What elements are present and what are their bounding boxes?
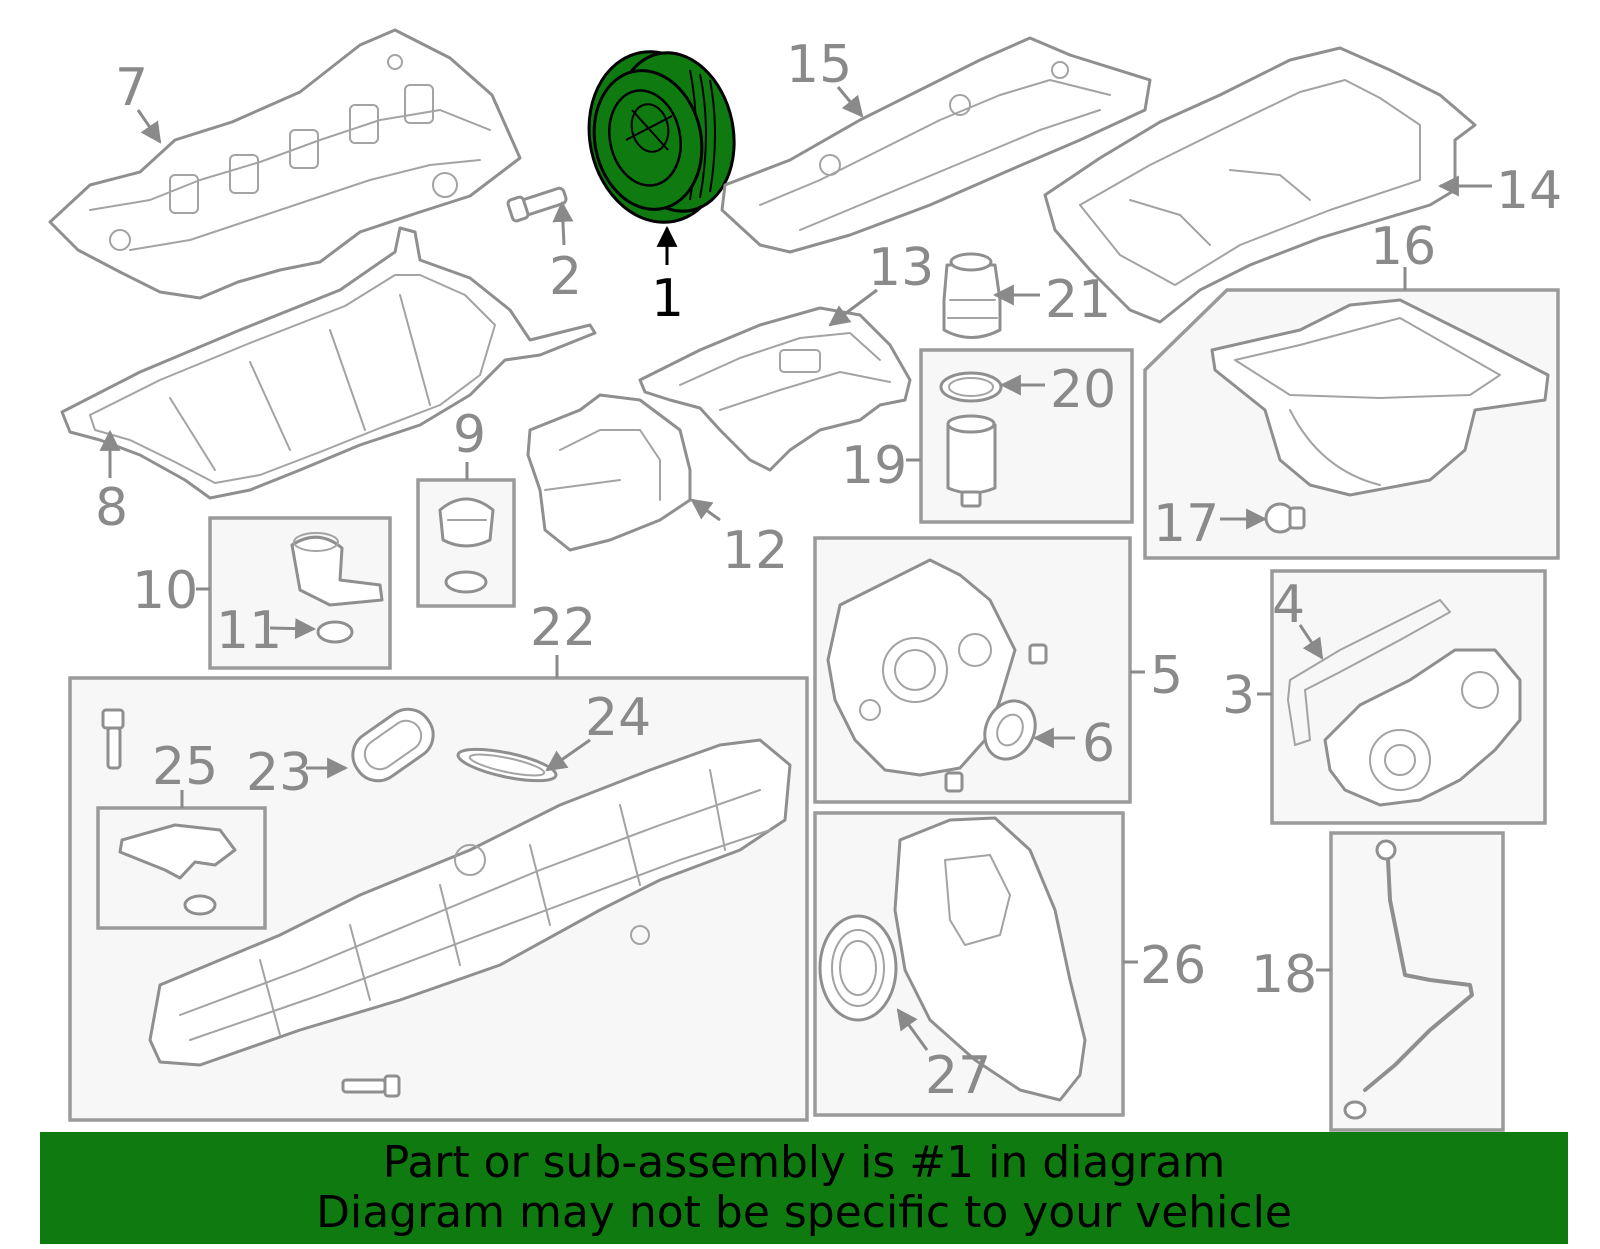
callout-2: 2	[549, 247, 582, 307]
callout-25: 25	[152, 737, 218, 797]
callout-23: 23	[246, 743, 312, 803]
engine-cover-drawing	[638, 306, 912, 472]
callout-27: 27	[925, 1046, 991, 1106]
upper-oil-pan-drawing	[720, 36, 1152, 254]
dipstick-drawing	[1343, 839, 1474, 1120]
rear-cover-drawing	[1287, 599, 1522, 807]
callout-12: 12	[722, 521, 788, 581]
cover-26-drawing	[893, 816, 1087, 1102]
oil-filler-cap-drawing	[438, 497, 495, 594]
oil-filter-cap-drawing	[942, 252, 1002, 339]
callout-26: 26	[1140, 936, 1206, 996]
callout-6: 6	[1082, 714, 1115, 774]
oil-sump-drawing	[1210, 298, 1550, 497]
callout-8: 8	[95, 478, 128, 538]
manifold-bolt-drawing	[101, 708, 401, 1098]
callout-labels: 1 2 3 4 5 6 7 8 9 10 11 12 13 14 15 16 1…	[95, 35, 1562, 1106]
timing-cover-drawing	[826, 558, 1017, 777]
callout-19: 19	[841, 436, 907, 496]
callout-5: 5	[1150, 646, 1183, 706]
callout-22: 22	[530, 598, 596, 658]
banner-line-2: Diagram may not be specific to your vehi…	[316, 1187, 1292, 1238]
bracket-12-drawing	[526, 393, 692, 552]
throttle-gasket-drawing	[351, 707, 435, 783]
rear-seal-drawing	[818, 914, 898, 1022]
oil-separator-drawing	[290, 532, 384, 644]
callout-17: 17	[1153, 494, 1219, 554]
intake-manifold-drawing	[148, 738, 792, 1067]
info-banner: Part or sub-assembly is #1 in diagram Di…	[40, 1132, 1568, 1244]
callout-4: 4	[1272, 575, 1305, 635]
drain-plug-drawing	[1264, 502, 1306, 534]
callout-18: 18	[1251, 945, 1317, 1005]
callout-21: 21	[1045, 270, 1111, 330]
valve-cover-drawing	[48, 28, 522, 300]
callout-16: 16	[1370, 217, 1436, 277]
callout-9: 9	[453, 405, 486, 465]
callout-11: 11	[216, 601, 282, 661]
pulley-bolt-drawing	[506, 186, 568, 223]
callout-24: 24	[585, 688, 651, 748]
callout-7: 7	[115, 58, 148, 118]
leader-lines	[99, 86, 1492, 1051]
callout-3: 3	[1222, 666, 1255, 726]
lower-oil-pan-drawing	[1043, 46, 1477, 324]
valve-cover-gasket-drawing	[60, 226, 597, 500]
crankshaft-pulley-highlighted	[587, 50, 736, 224]
group-box-18	[1329, 831, 1505, 1132]
banner-line-1: Part or sub-assembly is #1 in diagram	[382, 1137, 1226, 1188]
callout-13: 13	[868, 238, 934, 298]
callout-10: 10	[132, 561, 198, 621]
callout-20: 20	[1050, 360, 1116, 420]
map-sensor-drawing	[118, 823, 237, 916]
front-seal-drawing	[944, 643, 1048, 793]
manifold-seal-drawing	[456, 747, 558, 783]
callout-14: 14	[1496, 161, 1562, 221]
callout-15: 15	[786, 35, 852, 95]
oil-filter-drawing	[939, 371, 1003, 508]
callout-1: 1	[651, 269, 684, 329]
